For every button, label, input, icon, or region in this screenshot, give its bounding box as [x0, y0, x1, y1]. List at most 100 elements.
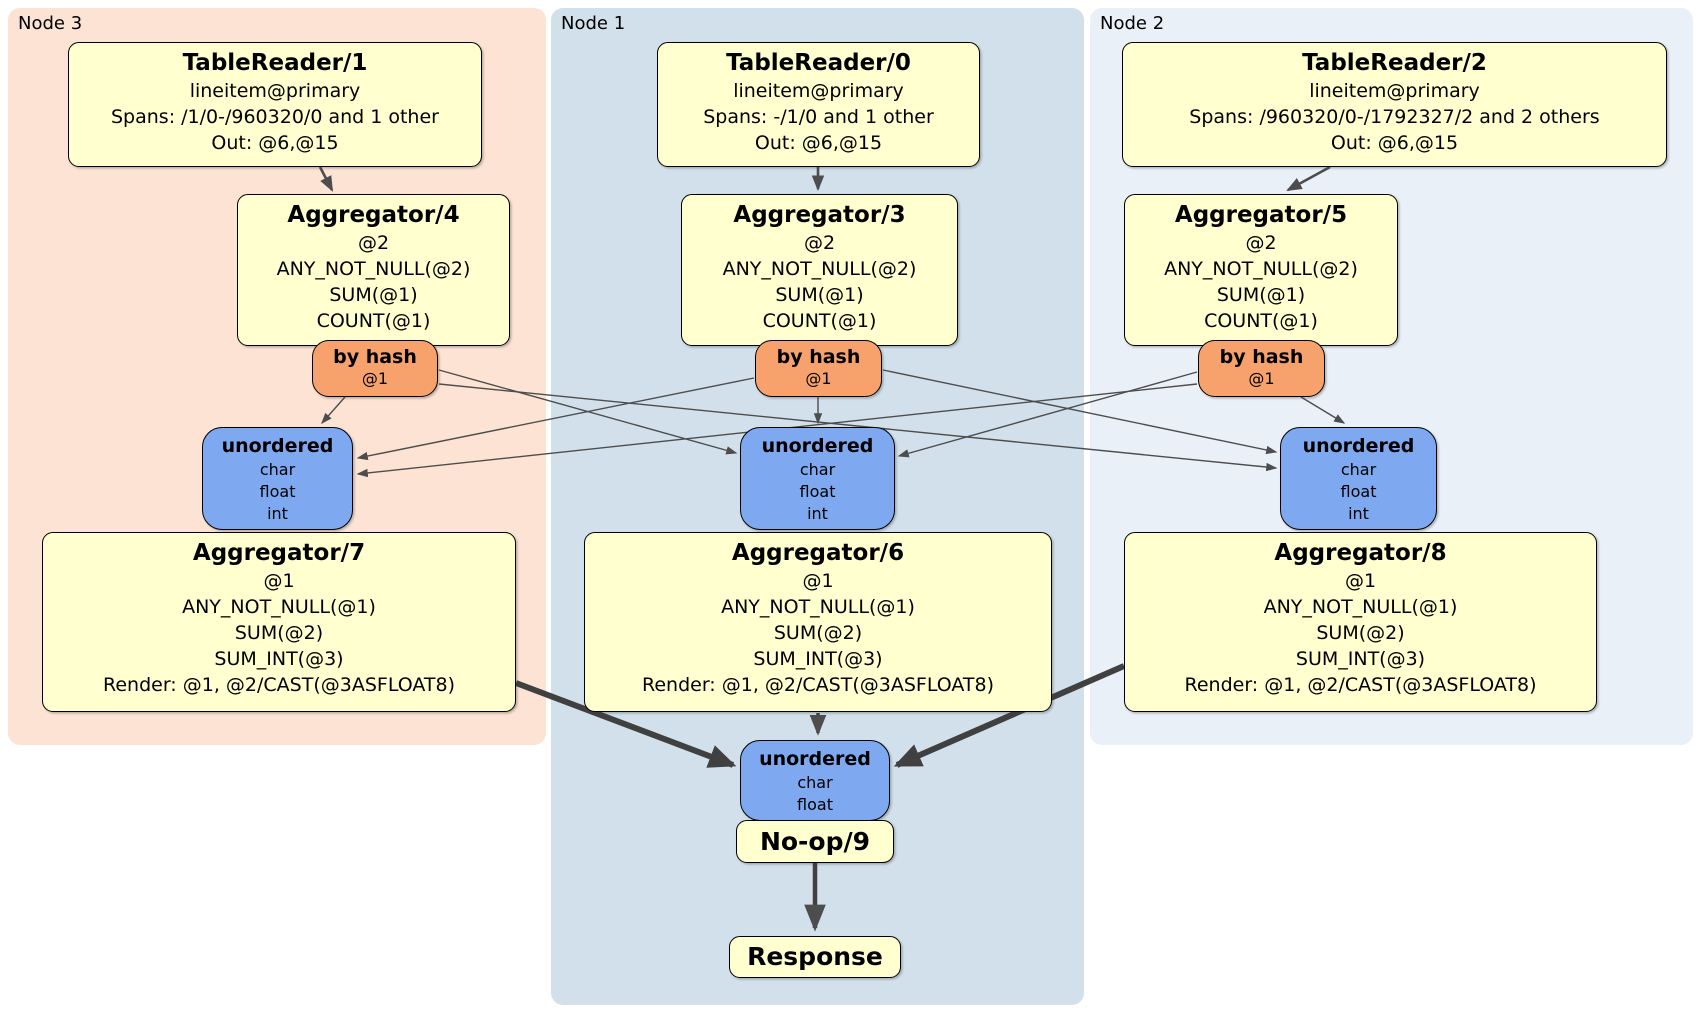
processor-title: Aggregator/3 [733, 202, 906, 228]
sync-detail: int [1348, 504, 1369, 523]
sync-title: unordered [221, 435, 334, 457]
processor-title: TableReader/0 [726, 50, 911, 76]
sync-detail: char [1340, 460, 1377, 479]
processor-title: No-op/9 [759, 826, 871, 856]
sync-detail: char [797, 773, 833, 792]
processor-detail: SUM(@2) [773, 622, 863, 644]
processor-detail: @2 [803, 232, 836, 254]
processor-detail: SUM(@2) [1316, 622, 1405, 644]
processor-detail: @1 [1344, 570, 1377, 592]
processor-detail: COUNT(@1) [762, 310, 877, 332]
processor-aggregator-6: Aggregator/6 @1 ANY_NOT_NULL(@1) SUM(@2)… [584, 532, 1052, 712]
router-byhash-node3: by hash @1 [312, 340, 438, 397]
processor-tablereader-2: TableReader/2 lineitem@primary Spans: /9… [1122, 42, 1667, 167]
processor-detail: SUM_INT(@3) [753, 648, 883, 670]
processor-tablereader-0: TableReader/0 lineitem@primary Spans: -/… [657, 42, 980, 167]
node-group-label: Node 3 [18, 13, 83, 34]
sync-detail: float [259, 482, 296, 501]
processor-detail: Spans: /1/0-/960320/0 and 1 other [111, 106, 439, 128]
sync-unordered-node1: unordered char float int [740, 427, 895, 530]
processor-title: Aggregator/4 [287, 202, 460, 228]
edge-byhash2-unordered2 [1300, 396, 1346, 424]
processor-aggregator-5: Aggregator/5 @2 ANY_NOT_NULL(@2) SUM(@1)… [1124, 194, 1398, 346]
edge-byhash1-unordered3 [356, 377, 755, 461]
edge-byhash3-unordered3 [321, 396, 346, 425]
sync-unordered-node2: unordered char float int [1280, 427, 1437, 530]
edge-byhash1-unordered2 [882, 369, 1278, 455]
sync-detail: float [799, 482, 836, 501]
processor-aggregator-8: Aggregator/8 @1 ANY_NOT_NULL(@1) SUM(@2)… [1124, 532, 1597, 712]
processor-detail: ANY_NOT_NULL(@2) [1164, 258, 1358, 280]
processor-tablereader-1: TableReader/1 lineitem@primary Spans: /1… [68, 42, 482, 167]
router-title: by hash [1219, 346, 1304, 368]
sync-unordered-node3: unordered char float int [202, 427, 353, 530]
processor-detail: @2 [1245, 232, 1277, 254]
edge-byhash3-unordered2 [438, 383, 1278, 472]
router-byhash-node1: by hash @1 [755, 340, 882, 397]
processor-detail: ANY_NOT_NULL(@1) [182, 596, 376, 618]
sync-detail: char [799, 460, 836, 479]
processor-aggregator-7: Aggregator/7 @1 ANY_NOT_NULL(@1) SUM(@2)… [42, 532, 516, 712]
processor-title: Aggregator/8 [1274, 540, 1447, 566]
edge-tablereader1-aggregator4 [318, 166, 334, 192]
processor-title: Aggregator/5 [1174, 202, 1348, 228]
edge-aggregator7-final-unordered [514, 680, 737, 768]
processor-detail: Spans: -/1/0 and 1 other [703, 106, 934, 128]
processor-title: Aggregator/7 [192, 540, 366, 566]
processor-detail: @1 [802, 570, 834, 592]
processor-detail: COUNT(@1) [1204, 310, 1318, 332]
response-title: Response [747, 942, 883, 971]
processor-detail: SUM(@2) [234, 622, 324, 644]
processor-title: TableReader/1 [182, 50, 368, 76]
sync-detail: float [1340, 482, 1377, 501]
sync-detail: int [807, 504, 828, 523]
processor-detail: Render: @1, @2/CAST(@3ASFLOAT8) [103, 674, 455, 696]
processor-detail: @2 [357, 232, 390, 254]
processor-detail: SUM_INT(@3) [1295, 648, 1426, 670]
processor-detail: Out: @6,@15 [754, 132, 883, 154]
router-title: by hash [333, 346, 417, 368]
router-title: by hash [776, 346, 861, 368]
router-byhash-node2: by hash @1 [1198, 340, 1325, 397]
processor-detail: Spans: /960320/0-/1792327/2 and 2 others [1189, 106, 1600, 128]
processor-detail: SUM(@1) [1216, 284, 1306, 306]
sync-unordered-final: unordered char float [740, 740, 890, 821]
processor-detail: ANY_NOT_NULL(@1) [1263, 596, 1458, 618]
processor-detail: ANY_NOT_NULL(@2) [276, 258, 471, 280]
processor-noop-9: No-op/9 [736, 820, 894, 863]
processor-detail: ANY_NOT_NULL(@1) [721, 596, 915, 618]
processor-detail: @1 [263, 570, 295, 592]
processor-detail: lineitem@primary [189, 80, 361, 102]
router-detail: @1 [1248, 369, 1275, 388]
processor-detail: Render: @1, @2/CAST(@3ASFLOAT8) [642, 674, 994, 696]
edge-byhash2-unordered1 [897, 371, 1198, 458]
processor-title: TableReader/2 [1302, 50, 1487, 76]
processor-title: Aggregator/6 [731, 540, 905, 566]
node-group-label: Node 2 [1100, 13, 1165, 34]
processor-detail: SUM_INT(@3) [214, 648, 344, 670]
router-detail: @1 [361, 369, 389, 388]
processor-detail: Render: @1, @2/CAST(@3ASFLOAT8) [1184, 674, 1537, 696]
processor-detail: lineitem@primary [733, 80, 904, 102]
processor-detail: SUM(@1) [329, 284, 418, 306]
processor-detail: SUM(@1) [775, 284, 864, 306]
edge-tablereader2-aggregator5 [1286, 165, 1331, 192]
sync-title: unordered [759, 748, 871, 770]
processor-detail: Out: @6,@15 [1330, 132, 1459, 154]
sync-detail: int [267, 504, 288, 523]
processor-detail: lineitem@primary [1309, 80, 1480, 102]
processor-detail: COUNT(@1) [316, 310, 431, 332]
processor-aggregator-4: Aggregator/4 @2 ANY_NOT_NULL(@2) SUM(@1)… [237, 194, 510, 346]
processor-detail: ANY_NOT_NULL(@2) [722, 258, 917, 280]
processor-detail: Out: @6,@15 [211, 132, 339, 154]
sync-title: unordered [761, 435, 874, 457]
node-group-label: Node 1 [561, 13, 626, 34]
edge-aggregator8-final-unordered [893, 663, 1126, 768]
sync-detail: float [797, 795, 833, 814]
sync-title: unordered [1302, 435, 1415, 457]
sync-detail: char [259, 460, 296, 479]
processor-aggregator-3: Aggregator/3 @2 ANY_NOT_NULL(@2) SUM(@1)… [681, 194, 958, 346]
response-node: Response [729, 936, 901, 978]
